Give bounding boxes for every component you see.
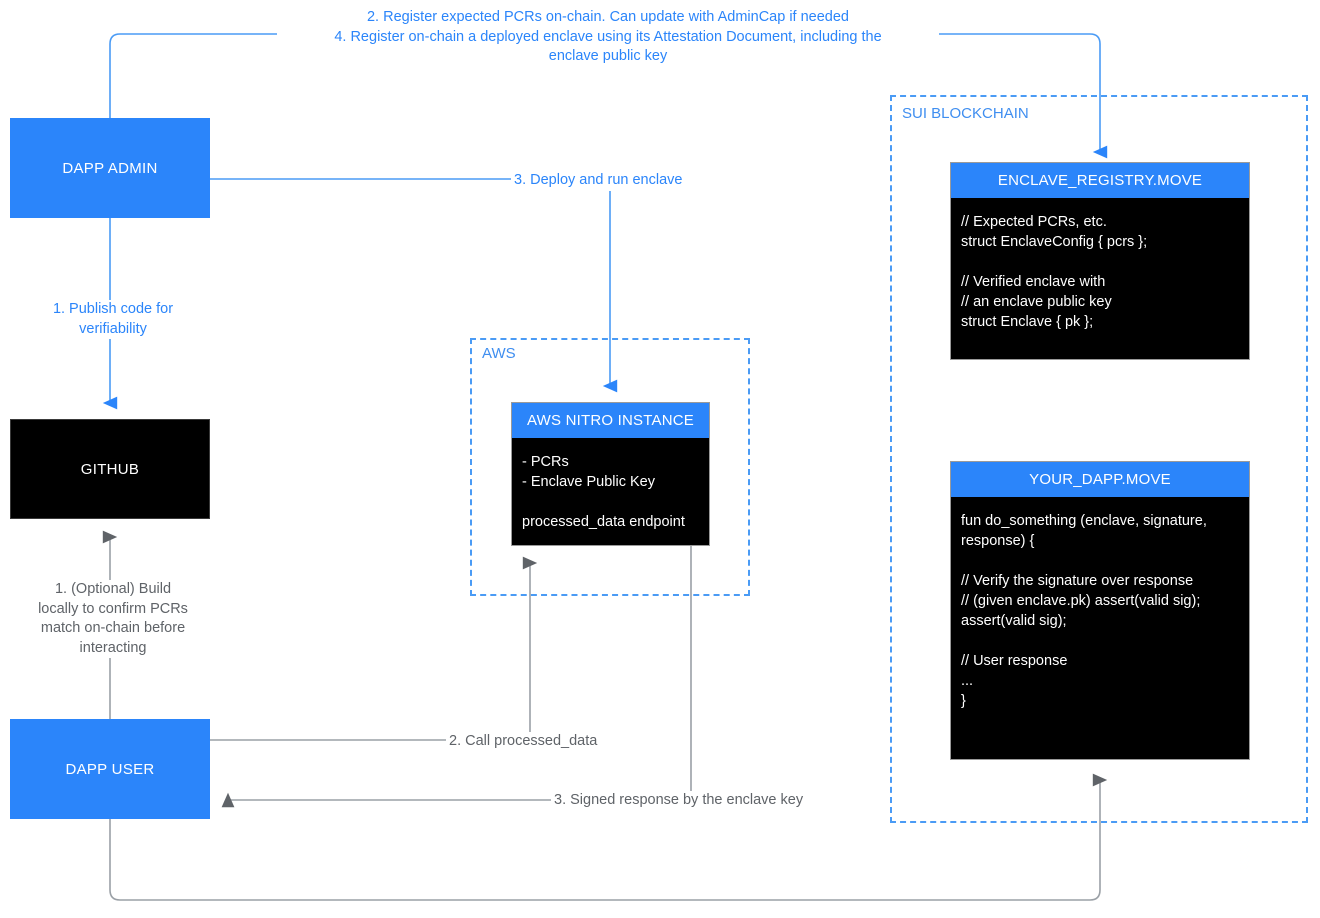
- group-aws-label: AWS: [478, 345, 520, 362]
- group-sui-blockchain-label: SUI BLOCKCHAIN: [898, 105, 1033, 122]
- edge-label-admin-to-aws: 3. Deploy and run enclave: [511, 171, 727, 191]
- edge-label-admin-to-registry: 2. Register expected PCRs on-chain. Can …: [277, 8, 939, 67]
- edge-label-user-to-nitro: 2. Call processed_data: [446, 732, 652, 752]
- node-dapp-user-label: DAPP USER: [65, 760, 155, 778]
- node-github[interactable]: GITHUB: [10, 419, 210, 519]
- edge-label-admin-to-github: 1. Publish code for verifiability: [20, 300, 206, 340]
- group-aws: [470, 338, 750, 596]
- card-enclave-registry-move[interactable]: ENCLAVE_REGISTRY.MOVE // Expected PCRs, …: [950, 162, 1250, 360]
- node-dapp-admin[interactable]: DAPP ADMIN: [10, 118, 210, 218]
- group-sui-blockchain: [890, 95, 1308, 823]
- card-aws-nitro-instance-header: AWS NITRO INSTANCE: [512, 403, 709, 438]
- card-your-dapp-move[interactable]: YOUR_DAPP.MOVE fun do_something (enclave…: [950, 461, 1250, 760]
- node-dapp-admin-label: DAPP ADMIN: [62, 159, 158, 177]
- node-github-label: GITHUB: [80, 460, 140, 478]
- edge-label-nitro-to-user: 3. Signed response by the enclave key: [551, 791, 857, 811]
- card-aws-nitro-instance[interactable]: AWS NITRO INSTANCE - PCRs - Enclave Publ…: [511, 402, 710, 546]
- card-your-dapp-move-body: fun do_something (enclave, signature, re…: [961, 513, 1207, 709]
- card-aws-nitro-instance-body: - PCRs - Enclave Public Key processed_da…: [522, 454, 685, 530]
- edge-label-user-to-github: 1. (Optional) Build locally to confirm P…: [17, 580, 209, 659]
- card-enclave-registry-move-body: // Expected PCRs, etc. struct EnclaveCon…: [961, 214, 1148, 330]
- card-your-dapp-move-header: YOUR_DAPP.MOVE: [951, 462, 1249, 497]
- node-dapp-user[interactable]: DAPP USER: [10, 719, 210, 819]
- card-enclave-registry-move-header: ENCLAVE_REGISTRY.MOVE: [951, 163, 1249, 198]
